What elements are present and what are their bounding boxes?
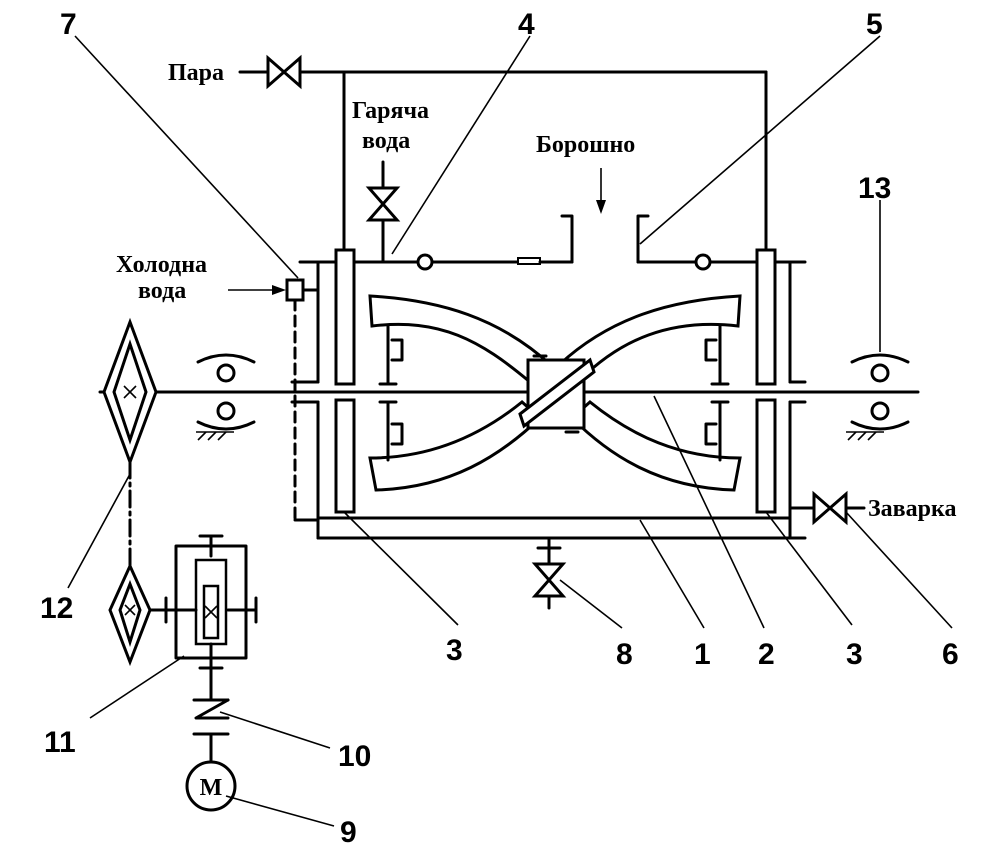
cold-water-nozzle (285, 278, 305, 302)
hot-water-valve-icon (365, 186, 401, 222)
callout-3-right: 3 (846, 638, 863, 671)
callout-8: 8 (616, 638, 633, 671)
callout-12: 12 (40, 592, 73, 625)
steam-line (238, 70, 768, 250)
callout-6: 6 (942, 638, 959, 671)
callout-11: 11 (44, 726, 76, 759)
cold-water-arrow-icon (228, 285, 286, 295)
steam-label: Пара (168, 60, 224, 86)
callout-numbers: 7 4 5 13 3 8 1 2 3 6 12 11 10 9 (40, 8, 959, 849)
large-sprocket-icon (102, 317, 158, 467)
hot-water-label-line1: Гаряча (352, 98, 429, 124)
motor-label: М (200, 775, 223, 801)
leader-lines (67, 35, 953, 827)
steam-valve-icon (266, 54, 302, 90)
kneading-blade (368, 294, 742, 492)
lid-hinge-icon (416, 253, 434, 271)
callout-7: 7 (60, 8, 77, 41)
brew-label: Заварка (868, 496, 956, 522)
cold-water-label-line1: Холодна (116, 252, 207, 278)
bearing-left-icon (196, 353, 256, 441)
flour-label: Борошно (536, 132, 635, 158)
flour-hopper (560, 214, 650, 264)
callout-2: 2 (758, 638, 775, 671)
motor-icon (185, 760, 237, 812)
callout-10: 10 (338, 740, 371, 773)
hot-water-label-line2: вода (362, 128, 410, 154)
flour-arrow-icon (596, 168, 606, 214)
brew-valve-icon (812, 490, 848, 526)
lid-hinge-icon (694, 253, 712, 271)
reducer-gearbox (164, 534, 258, 702)
callout-5: 5 (866, 8, 883, 41)
callout-1: 1 (694, 638, 711, 671)
callout-3-left: 3 (446, 634, 463, 667)
jacket-channel-right (755, 248, 777, 514)
cold-water-label-line2: вода (138, 278, 186, 304)
callout-13: 13 (858, 172, 891, 205)
blade-scraper (378, 324, 730, 462)
callout-9: 9 (340, 816, 357, 849)
jacket-channel-left (334, 248, 356, 514)
coupling-icon (192, 698, 230, 764)
small-sprocket-icon (108, 562, 152, 667)
drain-valve-icon (531, 562, 567, 598)
callout-4: 4 (518, 8, 535, 41)
bearing-right-icon (846, 353, 910, 441)
